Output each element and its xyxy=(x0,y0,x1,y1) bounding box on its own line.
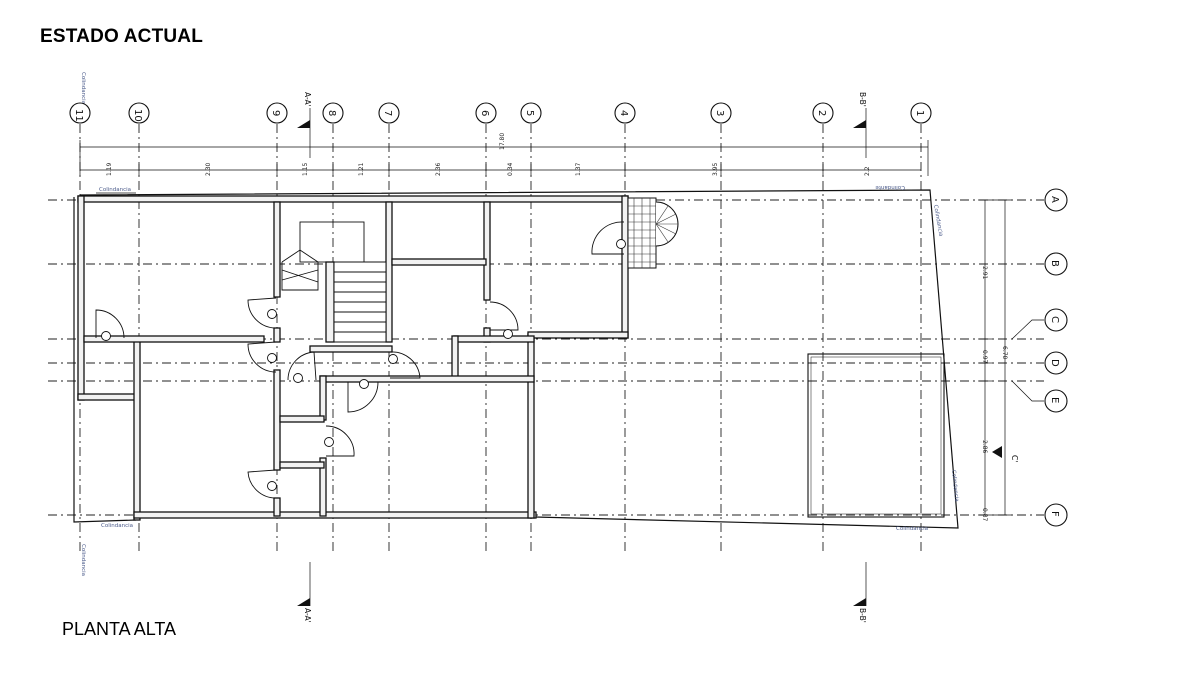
axis-bubble-1: 1 xyxy=(910,102,932,124)
svg-text:3: 3 xyxy=(714,110,725,116)
axis-bubble-11: 11 xyxy=(69,102,91,124)
svg-text:9: 9 xyxy=(270,110,281,116)
dim-top-1: 1.19 xyxy=(106,162,113,176)
svg-text:6: 6 xyxy=(479,110,490,116)
interior-walls xyxy=(273,201,535,517)
axis-bubble-8: 8 xyxy=(322,102,344,124)
colindancia-label-bottom: Colindancia xyxy=(101,523,133,529)
axis-bubble-e: E xyxy=(1044,389,1068,413)
svg-text:10: 10 xyxy=(132,109,143,122)
svg-text:A: A xyxy=(1049,196,1060,203)
right-dimension-chain: 6.70 2.91 0.97 2.86 0.87 xyxy=(978,199,1012,522)
svg-text:C: C xyxy=(1049,316,1060,323)
colindancia-label-right: Colindancia xyxy=(932,204,943,237)
svg-text:F: F xyxy=(1049,511,1060,517)
colindancia-label-right2: Colindancia xyxy=(950,470,959,502)
dim-right-3: 2.86 xyxy=(981,440,988,454)
svg-text:2: 2 xyxy=(816,110,827,116)
svg-text:D: D xyxy=(1049,359,1060,367)
plan-label: PLANTA ALTA xyxy=(62,619,177,639)
colindancia-label-vert-top: Colindancia xyxy=(80,72,86,104)
lot-boundary: Colindancia Colindante Colindancia Colin… xyxy=(73,72,959,576)
dim-top-3: 1.15 xyxy=(302,162,309,176)
axis-bubble-5: 5 xyxy=(520,102,542,124)
spiral-stair xyxy=(627,197,679,269)
dim-right-4: 0.87 xyxy=(981,508,988,522)
axis-bubble-c: C xyxy=(1044,308,1068,332)
axis-bubble-4: 4 xyxy=(614,102,636,124)
dim-right-total: 6.70 xyxy=(1001,346,1008,360)
horizontal-axis-lines xyxy=(48,199,1044,516)
terrace-outline xyxy=(807,353,945,518)
axis-bubble-2: 2 xyxy=(812,102,834,124)
dim-top-7: 1.37 xyxy=(575,162,582,176)
axis-bubble-a: A xyxy=(1044,188,1068,212)
colindancia-label-bottom2: Colindancia xyxy=(896,526,928,532)
dim-top-5: 2.36 xyxy=(435,162,442,176)
page-title: ESTADO ACTUAL xyxy=(40,26,204,47)
dim-top-8: 3.95 xyxy=(712,162,719,176)
svg-text:B: B xyxy=(1049,260,1060,267)
section-aa-bottom: A-A' xyxy=(303,608,312,623)
dim-top-4: 1.21 xyxy=(358,162,365,176)
horizontal-axis-bubbles: A B C D E F xyxy=(1044,188,1068,527)
dim-total-top: 17.80 xyxy=(499,133,506,150)
axis-bubble-9: 9 xyxy=(266,102,288,124)
axis-leaders xyxy=(1011,319,1044,402)
top-dimension-chain: 17.80 1.19 2.30 1.15 1.21 2.36 0.34 1.37… xyxy=(79,133,929,176)
dim-top-2: 2.30 xyxy=(205,162,212,176)
section-bb-bottom: B-B' xyxy=(858,608,867,623)
axis-bubble-f: F xyxy=(1044,503,1068,527)
axis-bubble-6: 6 xyxy=(475,102,497,124)
svg-text:5: 5 xyxy=(524,110,535,116)
colindante-label-top: Colindante xyxy=(875,184,905,190)
section-bb-top: B-B' xyxy=(858,92,867,107)
exterior-walls xyxy=(77,195,629,521)
dim-top-9: 2.2 xyxy=(864,166,871,176)
svg-text:8: 8 xyxy=(326,110,337,116)
svg-text:E: E xyxy=(1049,397,1060,403)
axis-bubble-d: D xyxy=(1044,351,1068,375)
section-c-mark: C' xyxy=(1010,455,1019,462)
dim-top-6: 0.34 xyxy=(507,162,514,176)
dim-right-2: 0.97 xyxy=(981,350,988,364)
axis-bubble-b: B xyxy=(1044,252,1068,276)
axis-bubble-10: 10 xyxy=(128,102,150,124)
svg-text:4: 4 xyxy=(618,110,629,116)
section-markers: A-A' A-A' B-B' B-B' C' xyxy=(297,92,1019,623)
svg-text:1: 1 xyxy=(914,110,925,116)
svg-text:7: 7 xyxy=(382,110,393,116)
section-aa-top: A-A' xyxy=(303,92,312,107)
dim-right-1: 2.91 xyxy=(981,266,988,280)
straight-stair xyxy=(281,221,387,343)
colindancia-label-vert-bottom: Colindancia xyxy=(80,544,86,576)
colindancia-label-top: Colindancia xyxy=(99,187,131,193)
axis-bubble-3: 3 xyxy=(710,102,732,124)
axis-bubble-7: 7 xyxy=(378,102,400,124)
svg-text:11: 11 xyxy=(73,109,84,122)
doors xyxy=(95,221,626,499)
vertical-axis-bubbles: 11 10 9 8 7 6 5 4 3 2 1 xyxy=(69,102,932,124)
